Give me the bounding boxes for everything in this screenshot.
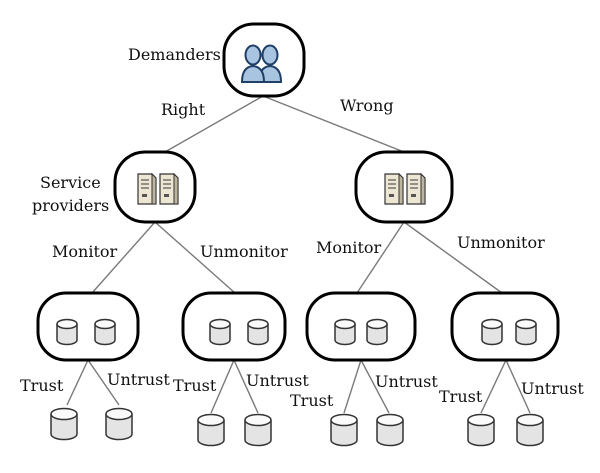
database-icon (244, 413, 272, 447)
node-unmonitor-right (450, 291, 560, 362)
edge-n3-left (343, 359, 362, 414)
edge-label-monitor-right: Monitor (316, 238, 382, 257)
database-icon (516, 413, 544, 447)
edge-label-wrong: Wrong (340, 96, 394, 115)
service-providers-label-line1: Service (40, 173, 101, 192)
edge-sp2-right (403, 221, 503, 294)
edge-n3-right (360, 359, 390, 414)
server-icon (406, 173, 426, 205)
node-demanders (222, 22, 306, 98)
edge-n1-left (66, 359, 89, 406)
edge-n4-left (480, 359, 507, 414)
database-icon (56, 318, 78, 346)
node-monitor-right (305, 291, 417, 362)
database-icon (334, 318, 356, 346)
edge-label-trust-4: Trust (439, 387, 483, 406)
edge-label-unmonitor-left: Unmonitor (200, 242, 288, 261)
edge-label-trust-3: Trust (290, 391, 334, 410)
server-icon (384, 173, 404, 205)
demanders-label: Demanders (128, 45, 221, 64)
node-service-providers-right (354, 150, 454, 224)
database-icon (247, 318, 269, 346)
edge-sp2-left (356, 221, 405, 294)
edge-label-trust-2: Trust (173, 376, 217, 395)
edge-label-untrust-2: Untrust (246, 371, 309, 390)
database-icon (209, 318, 231, 346)
edge-n2-left (210, 359, 235, 414)
edge-label-unmonitor-right: Unmonitor (457, 233, 545, 252)
database-icon (376, 413, 404, 447)
edge-n2-right (233, 359, 259, 414)
edge-label-monitor-left: Monitor (52, 242, 118, 261)
node-monitor-left (36, 291, 140, 362)
edge-label-untrust-1: Untrust (107, 370, 170, 389)
edge-label-trust-1: Trust (20, 376, 64, 395)
node-service-providers-left (113, 150, 197, 224)
edge-root-right (262, 95, 405, 153)
edge-sp1-right (154, 221, 236, 294)
edge-label-untrust-3: Untrust (375, 372, 438, 391)
edge-n1-right (87, 359, 120, 406)
edge-sp1-left (91, 221, 156, 294)
server-icon (137, 173, 157, 205)
service-providers-label-line2: providers (32, 196, 109, 215)
node-unmonitor-left (181, 291, 287, 362)
database-icon (197, 413, 225, 447)
edge-label-untrust-4: Untrust (521, 379, 584, 398)
database-icon (515, 318, 537, 346)
leaf-databases (50, 407, 544, 447)
server-icon (159, 173, 179, 205)
database-icon (94, 318, 116, 346)
edge-n4-right (505, 359, 531, 414)
tree-edges (66, 95, 531, 414)
database-icon (481, 318, 503, 346)
database-icon (105, 407, 133, 441)
database-icon (366, 318, 388, 346)
database-icon (330, 413, 358, 447)
edge-label-right: Right (161, 100, 206, 119)
database-icon (467, 413, 495, 447)
edge-root-left (164, 95, 264, 153)
database-icon (50, 407, 78, 441)
